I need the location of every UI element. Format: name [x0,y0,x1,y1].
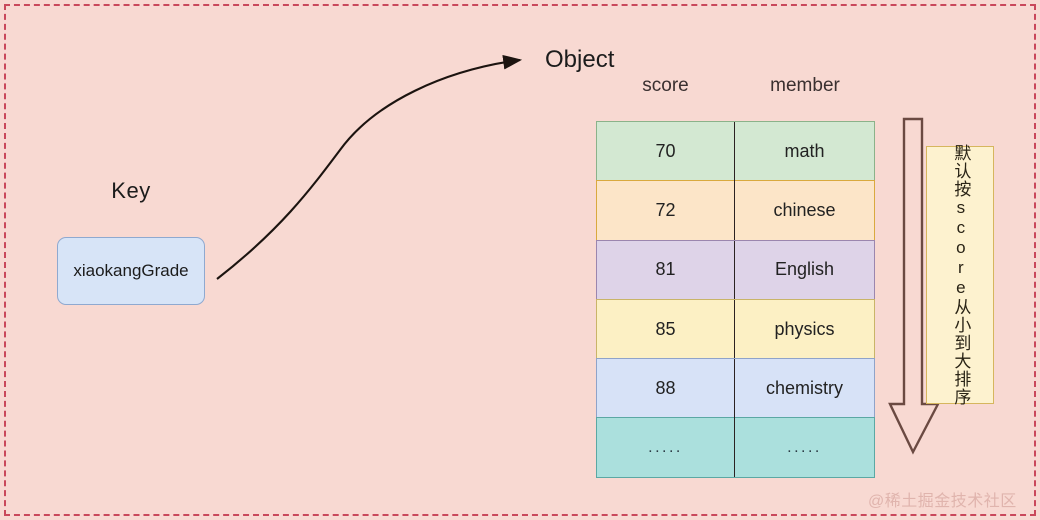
cell-score: ..... [597,418,735,477]
table-row: 81 English [596,239,875,301]
column-header-member: member [770,75,840,96]
key-value-text: xiaokangGrade [73,261,189,280]
cell-score: 85 [597,299,735,359]
key-value-box: xiaokangGrade [57,237,205,305]
sort-note-box: 默认按score从小到大排序 [926,144,994,406]
cell-member: chemistry [765,377,843,398]
sort-note-text: 默认按score从小到大排序 [951,144,971,406]
table-row: 88 chemistry [596,358,875,419]
table-row: 72 chinese [596,180,875,241]
cell-score: 88 [597,359,735,418]
table-row: ..... ..... [596,417,875,478]
column-header-score: score [642,75,689,96]
object-table: 70 math 72 chinese 81 English 85 physics… [596,121,875,485]
table-row: 85 physics [596,298,875,360]
table-row: 70 math [596,121,875,182]
cell-member: ..... [787,438,822,456]
object-label: Object [545,46,615,73]
curved-arrow-icon [216,54,523,280]
cell-member: physics [774,318,835,339]
cell-score: 81 [597,240,735,300]
cell-member: chinese [773,200,836,221]
watermark-text: @稀土掘金技术社区 [868,493,1017,510]
cell-member: English [774,259,835,280]
down-arrow-icon [888,117,940,455]
key-label: Key [111,178,151,203]
cell-member: math [784,140,825,161]
cell-score: 70 [597,122,735,181]
cell-score: 72 [597,181,735,240]
